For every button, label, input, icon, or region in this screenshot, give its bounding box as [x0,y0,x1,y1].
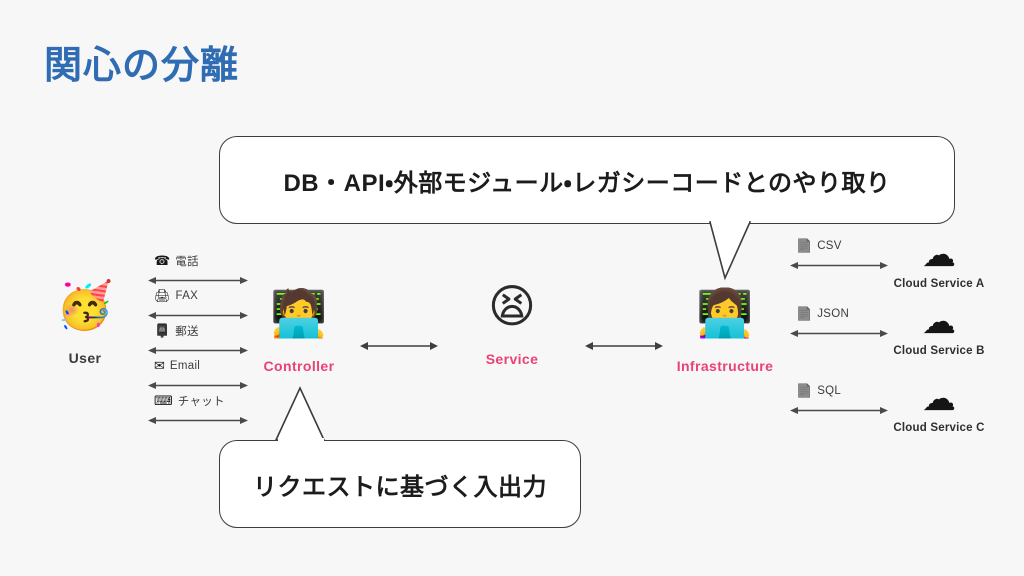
channel-label: FAX [175,289,199,302]
cloud-service-b-label: Cloud Service B [893,345,985,357]
telephone-icon: ☎ [154,253,171,268]
cloud-service-a: ☁ Cloud Service A [880,234,998,290]
callout-infrastructure: DB・API・外部モジュール・レガシーコードとのやり取り [219,136,955,224]
bidirectional-arrow [148,277,248,284]
cloud-database-icon: ☁ [922,380,956,418]
format-row-json: 📄 JSON [790,305,888,341]
format-head: 📄 JSON [790,305,888,322]
node-controller-label: Controller [263,358,335,374]
format-label: JSON [817,307,850,320]
channel-row-telephone: ☎ 電話 [148,252,248,288]
cloud-service-b: ☁ Cloud Service B [880,301,998,357]
channel-head: 📮 郵送 [148,322,248,339]
callout-controller-tail [274,386,326,443]
format-head: 📄 CSV [790,237,888,254]
cloud-service-c: ☁ Cloud Service C [880,378,998,434]
channel-head: 🖨 FAX [148,287,248,304]
bidirectional-arrow [148,312,248,319]
node-controller: 🧑‍💻 Controller [234,290,364,374]
keyboard-icon: ⌨ [154,393,173,408]
callout-infrastructure-tail [708,219,752,281]
operator-with-laptop-icon: 🧑‍💻 [270,287,328,339]
people-celebrating-icon: 🥳 [56,279,114,331]
file-icon: 📄 [796,383,813,398]
node-service: 😫 Service [447,283,577,367]
cloud-database-icon: ☁ [922,303,956,341]
format-row-sql: 📄 SQL [790,382,888,418]
cloud-service-c-label: Cloud Service C [893,422,985,434]
channel-head: ☎ 電話 [148,252,248,269]
arrow-controller-service [360,342,438,350]
node-user-label: User [68,350,102,366]
operator-woman-laptop-icon: 👩‍💻 [696,287,754,339]
fax-icon: 🖨 [154,288,171,303]
file-icon: 📄 [796,306,813,321]
channel-row-fax: 🖨 FAX [148,287,248,323]
node-infrastructure-label: Infrastructure [676,358,774,374]
arrow-service-infrastructure [585,342,663,350]
channel-label: 郵送 [175,325,199,338]
callout-controller-text: リクエストに基づく入出力 [253,473,547,501]
node-infrastructure: 👩‍💻 Infrastructure [660,290,790,374]
bidirectional-arrow [790,330,888,337]
postbox-icon: 📮 [154,323,171,338]
format-head: 📄 SQL [790,382,888,399]
bidirectional-arrow [148,382,248,389]
page-title: 関心の分離 [44,45,240,87]
channel-label: チャット [177,395,225,408]
channel-label: Email [169,359,201,372]
envelope-icon: ✉ [154,358,165,373]
format-label: SQL [817,384,842,397]
channel-row-email: ✉ Email [148,357,248,393]
node-service-label: Service [485,351,539,367]
format-row-csv: 📄 CSV [790,237,888,273]
channel-label: 電話 [175,255,199,268]
channel-head: ⌨ チャット [148,392,248,409]
bidirectional-arrow [790,407,888,414]
channel-row-chat: ⌨ チャット [148,392,248,428]
node-user: 🥳 User [20,282,150,366]
bidirectional-arrow [148,417,248,424]
callout-controller: リクエストに基づく入出力 [219,440,581,528]
file-icon: 📄 [796,238,813,253]
cloud-service-a-label: Cloud Service A [893,278,985,290]
channel-head: ✉ Email [148,357,248,374]
channel-row-postal: 📮 郵送 [148,322,248,358]
bidirectional-arrow [148,347,248,354]
callout-infrastructure-text: DB・API・外部モジュール・レガシーコードとのやり取り [283,169,891,197]
cloud-database-icon: ☁ [922,236,956,274]
stressed-worker-papers-icon: 😫 [488,280,536,332]
format-label: CSV [817,239,842,252]
bidirectional-arrow [790,262,888,269]
